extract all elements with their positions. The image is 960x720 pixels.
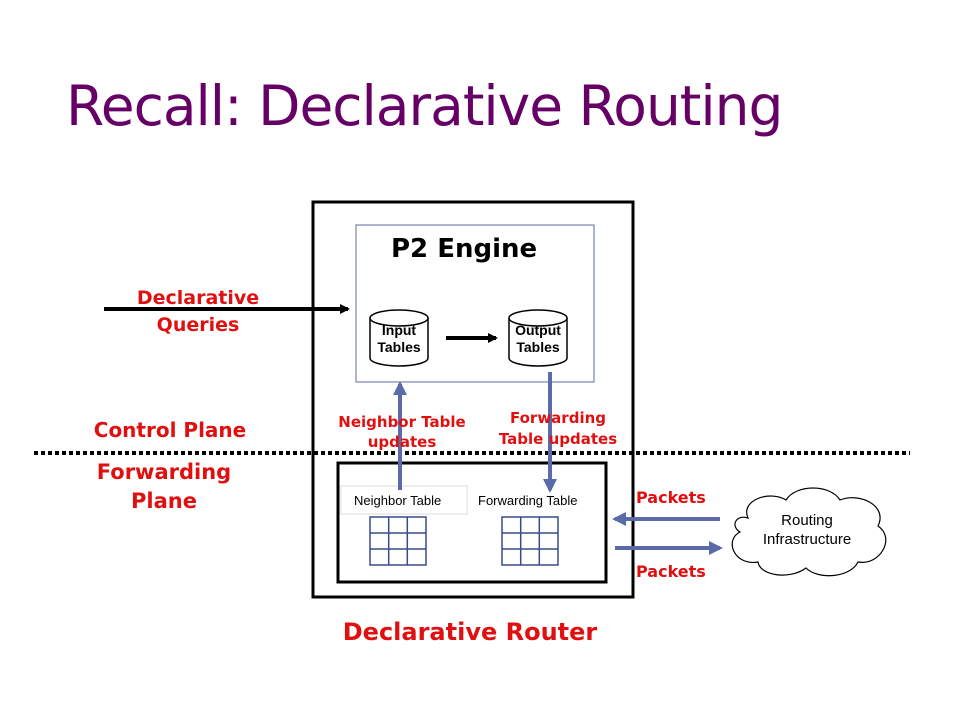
routing-infra-label: Routing Infrastructure	[762, 512, 852, 548]
p2-engine-title: P2 Engine	[391, 234, 538, 264]
neighbor-table-header-box	[340, 485, 468, 515]
forwarding-table-grid	[501, 516, 559, 566]
routing-cloud	[731, 487, 887, 577]
input-tables-label: Input Tables	[377, 322, 421, 355]
neighbor-table-grid	[369, 516, 427, 566]
neighbor-updates-label: Neighbor Table updates	[338, 413, 466, 451]
router-box	[311, 200, 635, 599]
forwarding-table-title: Forwarding Table	[478, 493, 578, 508]
output-tables-cylinder	[508, 309, 568, 367]
forwarding-updates-label: Forwarding Table updates	[498, 409, 618, 448]
neighbor-table-title: Neighbor Table	[354, 493, 442, 508]
control-plane-label: Control Plane	[93, 418, 247, 442]
forwarding-plane-box	[336, 461, 608, 584]
packets-out-label: Packets	[636, 562, 706, 581]
forwarding-plane-label: Forwarding Plane	[96, 460, 232, 513]
declarative-queries-label: Declarative Queries	[136, 287, 260, 336]
declarative-router-label: Declarative Router	[342, 618, 598, 646]
input-tables-cylinder	[369, 309, 429, 367]
output-tables-label: Output Tables	[515, 322, 561, 355]
slide-title: Recall: Declarative Routing	[66, 74, 783, 138]
packets-in-label: Packets	[636, 488, 706, 507]
